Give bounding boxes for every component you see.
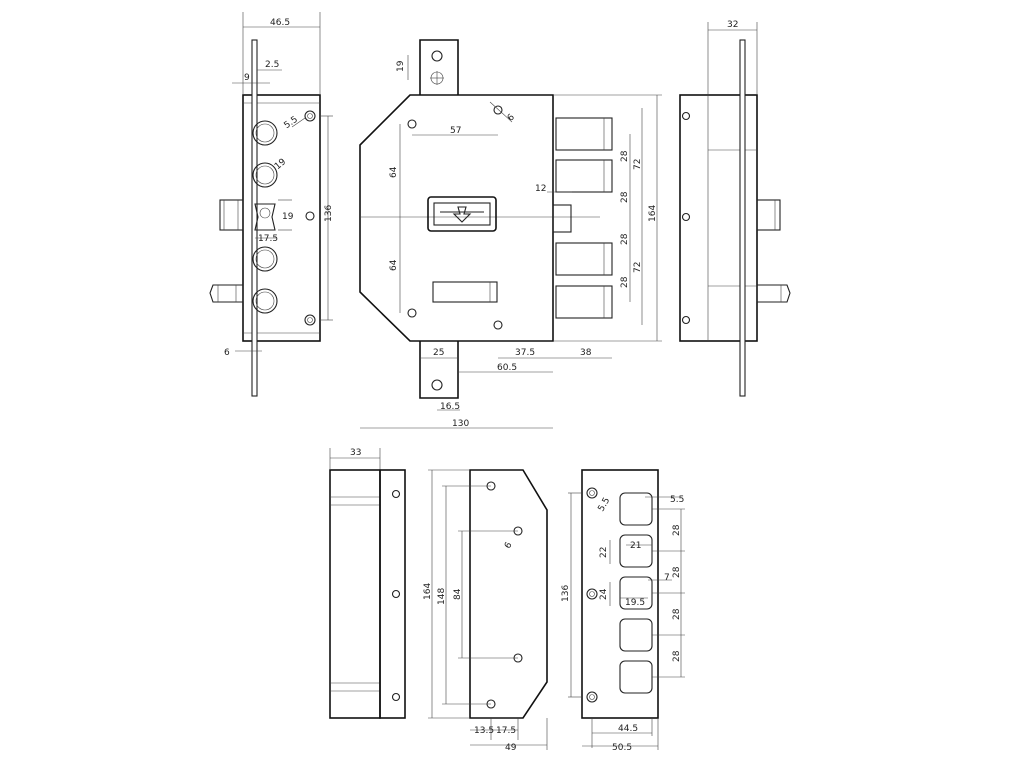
side-view-right: 32 [679, 20, 791, 397]
bottom-view-middle: 164 148 84 6 13.5 17.5 49 [423, 469, 548, 753]
dim-28-c: 28 [620, 233, 630, 245]
dim-19-hole: 19 [282, 212, 294, 222]
dim-37-5: 37.5 [515, 348, 535, 358]
dim-148: 148 [437, 588, 447, 605]
dim-28-side-a: 28 [672, 524, 682, 536]
dim-9: 9 [244, 73, 250, 83]
dim-25: 25 [433, 348, 444, 358]
dim-19-5: 19.5 [625, 598, 645, 608]
dim-32: 32 [727, 20, 738, 30]
dim-5-5-top: 5.5 [670, 495, 684, 505]
dim-136-side: 136 [561, 585, 571, 602]
dim-28-a: 28 [620, 150, 630, 162]
dim-136: 136 [324, 205, 334, 222]
dim-28-side-c: 28 [672, 608, 682, 620]
dim-24: 24 [599, 588, 609, 600]
dim-50-5: 50.5 [612, 743, 632, 753]
dim-17-5-side: 17.5 [496, 726, 516, 736]
dim-72-upper: 72 [633, 159, 643, 170]
dim-28-side-b: 28 [672, 566, 682, 578]
dim-21: 21 [630, 541, 641, 551]
dim-130: 130 [452, 419, 469, 429]
dim-64-upper: 64 [389, 166, 399, 178]
dim-7: 7 [664, 573, 670, 583]
dim-2-5: 2.5 [265, 60, 279, 70]
dim-13-5: 13.5 [474, 726, 494, 736]
dim-5-5-screw-b: 5.5 [597, 496, 613, 513]
dim-44-5: 44.5 [618, 724, 638, 734]
dim-57: 57 [450, 126, 461, 136]
dim-22: 22 [599, 547, 609, 558]
dim-164-side: 164 [423, 583, 433, 600]
dim-72-lower: 72 [633, 262, 643, 273]
dim-6-hole: 6 [506, 112, 517, 123]
dim-46-5: 46.5 [270, 18, 290, 28]
dim-28-side-d: 28 [672, 650, 682, 662]
bottom-view-right: 136 5.5 5.5 21 22 7 24 19.5 28 28 28 28 … [561, 469, 685, 753]
dim-64-lower: 64 [389, 259, 399, 271]
side-view-left: 46.5 2.5 9 5.5 19 19 17.5 136 6 [209, 12, 334, 397]
dim-6-side: 6 [503, 540, 515, 550]
dim-84: 84 [453, 588, 463, 600]
dim-28-d: 28 [620, 276, 630, 288]
dim-12: 12 [535, 184, 546, 194]
dim-19-ear: 19 [396, 60, 406, 72]
dim-17-5: 17.5 [258, 234, 278, 244]
dim-16-5: 16.5 [440, 402, 460, 412]
dim-33: 33 [350, 448, 361, 458]
dim-5-5-screw: 5.5 [282, 115, 299, 131]
dim-49: 49 [505, 743, 517, 753]
dim-164-front: 164 [648, 205, 658, 222]
dim-6: 6 [224, 348, 230, 358]
bottom-view-left: 33 [329, 448, 406, 719]
front-view: 19 57 6 64 64 12 28 28 28 28 72 72 164 2… [359, 39, 662, 429]
dim-28-b: 28 [620, 191, 630, 203]
dim-38: 38 [580, 348, 592, 358]
dim-60-5: 60.5 [497, 363, 517, 373]
